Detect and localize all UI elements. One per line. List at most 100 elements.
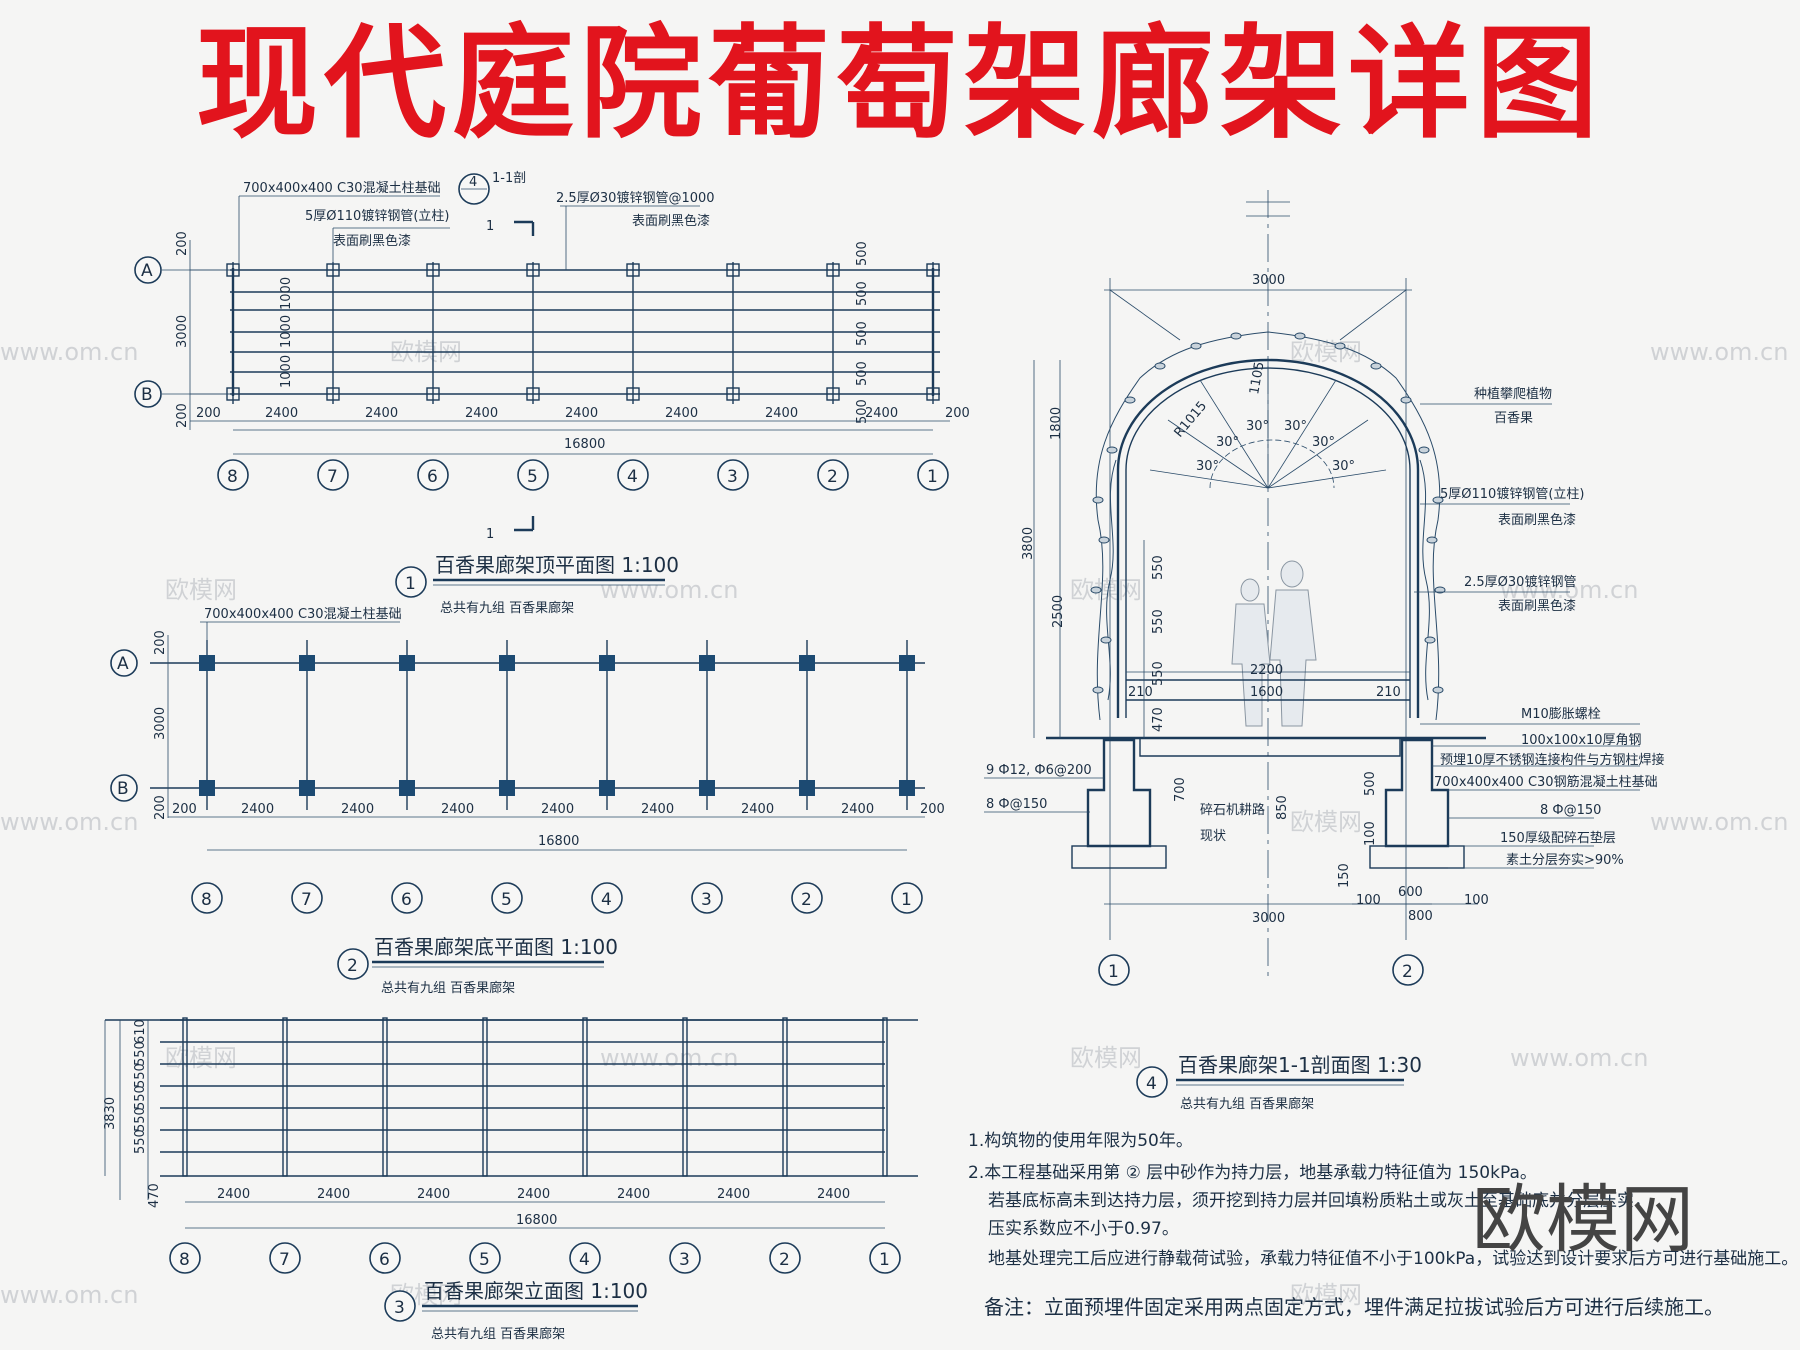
- dim-top-500: 500: [855, 281, 870, 306]
- note-paint: 表面刷黑色漆: [333, 233, 411, 249]
- note-line: 地基处理完工后应进行静载荷试验，承载力特征值不小于100kPa，试验达到设计要求…: [988, 1249, 1798, 1269]
- watermark: 欧模网: [1290, 338, 1362, 366]
- dim-top-1000: 1000: [279, 315, 294, 348]
- note-line: 若基底标高未到达持力层，须开挖到持力层并回填粉质粘土或灰土至基础底并分层压实，: [988, 1191, 1651, 1211]
- angle-label: 30°: [1216, 435, 1239, 450]
- dim-bottom-end: 200: [920, 802, 945, 817]
- top-plan-columns: [232, 262, 934, 404]
- dim-top-end-2: 200: [175, 403, 190, 428]
- note-foundation: 700x400x400 C30混凝土柱基础: [243, 180, 441, 196]
- axis-number: 3: [701, 890, 712, 910]
- axis-number: 2: [801, 890, 812, 910]
- angle-label: 30°: [1284, 419, 1307, 434]
- climbing-plant: [1090, 331, 1446, 721]
- dim-section-150: 150: [1337, 863, 1352, 888]
- label-bolt: M10膨胀螺栓: [1521, 707, 1601, 722]
- label-pipe: 2.5厚Ø30镀锌钢管: [1464, 574, 1576, 590]
- dim-elev-550: 550: [133, 1107, 148, 1132]
- dim-top-bay: 2400: [365, 406, 398, 421]
- dim-elev-550: 550: [133, 1129, 148, 1154]
- watermark: www.om.cn: [0, 1281, 138, 1309]
- axis-number: 6: [379, 1250, 390, 1270]
- note-line: 1.构筑物的使用年限为50年。: [968, 1130, 1193, 1151]
- watermark: 欧模网: [1070, 1044, 1142, 1072]
- axis-number: 3: [679, 1250, 690, 1270]
- axis-label-b: B: [141, 385, 153, 405]
- dim-section-550: 550: [1151, 609, 1166, 634]
- remark: 备注：立面预埋件固定采用两点固定方式，埋件满足拉拔试验后方可进行后续施工。: [984, 1295, 1724, 1319]
- dim-bottom-bay: 2400: [841, 802, 874, 817]
- watermark: 欧模网: [165, 576, 237, 604]
- watermark: www.om.cn: [1650, 808, 1788, 836]
- axis-label-a: A: [141, 261, 153, 281]
- dim-bottom-bay: 2400: [641, 802, 674, 817]
- dim-section-width: 3000: [1252, 273, 1285, 288]
- section-axis-1: 1: [1108, 962, 1119, 982]
- axis-number: 3: [727, 467, 738, 487]
- dim-top-bay: 2400: [565, 406, 598, 421]
- axis-number: 7: [301, 890, 312, 910]
- dim-top-1000: 1000: [279, 277, 294, 310]
- watermark: 欧模网: [1290, 1281, 1362, 1309]
- watermark: www.om.cn: [1650, 338, 1788, 366]
- dim-elev-bay: 2400: [717, 1187, 750, 1202]
- dim-section-100: 100: [1363, 821, 1378, 846]
- dim-elev-bay: 2400: [517, 1187, 550, 1202]
- brand-watermark: 欧模网: [1472, 1177, 1694, 1263]
- axis-bubble-b: [134, 380, 162, 408]
- bottom-plan-footings: [199, 655, 915, 796]
- label-pipe-paint: 表面刷黑色漆: [1498, 598, 1576, 614]
- people-figures: [1231, 560, 1317, 727]
- axis-bubble-a: [134, 256, 162, 284]
- dim-elev-bay: 2400: [217, 1187, 250, 1202]
- watermark: 欧模网: [1290, 808, 1362, 836]
- angle-label: 30°: [1312, 435, 1335, 450]
- dim-elev-bay: 2400: [617, 1187, 650, 1202]
- label-rebar-9: 9 Ф12, Ф6@200: [986, 763, 1092, 778]
- dim-bottom-bay: 2400: [441, 802, 474, 817]
- dim-elev-bay: 2400: [817, 1187, 850, 1202]
- axis-number: 4: [579, 1250, 590, 1270]
- dim-elev-550: 550: [133, 1063, 148, 1088]
- dim-section-2200: 2200: [1250, 663, 1283, 678]
- drawing-number-3: 3: [394, 1298, 405, 1318]
- label-plant-name: 百香果: [1494, 411, 1533, 426]
- label-soil: 素土分层夯实>90%: [1506, 853, 1624, 868]
- dim-bottom-end-2: 200: [153, 795, 168, 820]
- dim-top-bay: 2400: [765, 406, 798, 421]
- watermark: www.om.cn: [1500, 576, 1638, 604]
- dim-bottom-bay: 2400: [341, 802, 374, 817]
- top-plan-posts: [226, 263, 940, 401]
- dim-top-500: 500: [855, 321, 870, 346]
- dim-elev-550: 550: [133, 1041, 148, 1066]
- angle-label: 30°: [1196, 459, 1219, 474]
- axis-number: 4: [627, 467, 638, 487]
- label-angle: 100x100x10厚角钢: [1521, 733, 1642, 748]
- dim-elev-550: 550: [133, 1085, 148, 1110]
- axis-number: 2: [779, 1250, 790, 1270]
- axis-bubble-a: [110, 649, 138, 677]
- section-axis-2: 2: [1402, 962, 1413, 982]
- dim-section-1600: 1600: [1250, 685, 1283, 700]
- dim-top-500: 500: [855, 399, 870, 424]
- drawing-number-4: 4: [1146, 1074, 1157, 1094]
- dim-section-600: 600: [1398, 885, 1423, 900]
- section-ref-label: 1-1剖: [492, 171, 526, 186]
- axis-number: 5: [479, 1250, 490, 1270]
- label-embed: 预埋10厚不锈钢连接构件与方钢柱焊接: [1440, 752, 1665, 768]
- drawing-subtitle-2: 总共有九组 百香果廊架: [381, 980, 515, 996]
- drawing-title-4: 百香果廊架1-1剖面图 1:30: [1178, 1053, 1422, 1077]
- watermark: www.om.cn: [0, 808, 138, 836]
- axis-number: 6: [401, 890, 412, 910]
- elevation-posts: [182, 1017, 888, 1177]
- drawing-number-1: 1: [405, 574, 416, 594]
- axis-number: 2: [827, 467, 838, 487]
- elevation-axis-bubbles: 8 7 6 5 4 3 2 1: [169, 1242, 901, 1274]
- drawing-title-1: 百香果廊架顶平面图 1:100: [435, 553, 679, 577]
- dim-section-3800: 3800: [1021, 527, 1036, 560]
- note-pipe-paint: 表面刷黑色漆: [632, 213, 710, 229]
- axis-label-b: B: [117, 779, 129, 799]
- dim-top-total: 16800: [564, 437, 605, 452]
- arch-dim-105: 1105: [1247, 360, 1268, 395]
